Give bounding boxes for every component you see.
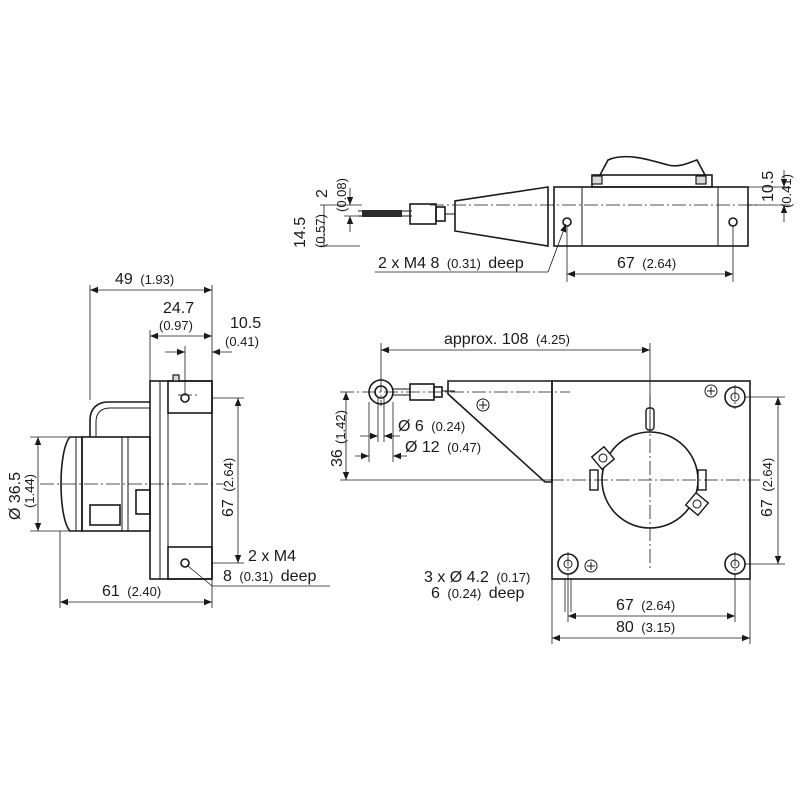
dim-2-inch: (0.08) [334, 178, 349, 212]
dim-10-5-inch: (0.41) [779, 174, 794, 208]
dim-10-5-label: 10.5 [760, 171, 777, 202]
front-dim-36: 36 [329, 449, 346, 467]
front-dim-d6: Ø 6 (0.24) [398, 418, 465, 435]
top-dim-67: 67 (2.64) [617, 255, 676, 272]
side-dim-24-7: 24.7 [163, 300, 194, 317]
side-dim-24-7-inch: (0.97) [159, 318, 193, 333]
side-dim-61: 61 (2.40) [102, 583, 161, 600]
side-dim-d36-5-inch: (1.44) [22, 474, 37, 508]
side-dim-10-5-inch: (0.41) [225, 334, 259, 349]
top-connector [409, 203, 437, 225]
front-hole-note-1: 3 x Ø 4.2 (0.17) [424, 569, 530, 586]
side-view: 49 (1.93) 24.7 (0.97) 10.5 (0.41) Ø 36.5… [7, 271, 330, 608]
side-thread-hole [180, 558, 190, 568]
top-thread-hole [728, 217, 738, 227]
dim-14-5-label: 14.5 [292, 217, 309, 248]
side-plate [149, 380, 213, 580]
side-dim-49: 49 (1.93) [115, 271, 174, 288]
side-dim-67: 67 (2.64) [220, 458, 237, 517]
dim-14-5-inch: (0.57) [313, 214, 328, 248]
front-dim-108: approx. 108 (4.25) [444, 331, 570, 348]
front-view: approx. 108 (4.25) 36 (1.42) Ø 6 (0.24) … [329, 331, 785, 644]
side-dim-d36-5: Ø 36.5 [7, 472, 24, 520]
top-taper-housing [454, 186, 549, 247]
front-bracket [447, 380, 553, 483]
front-dim-67-h: 67 (2.64) [616, 597, 675, 614]
top-body [553, 186, 749, 247]
side-thread-note-2: 8 (0.31) deep [223, 568, 316, 585]
top-view: 2 (0.08) 14.5 (0.57) 10.5 (0.41) 2 x M4 … [292, 155, 794, 282]
front-screw-icons [476, 384, 718, 573]
top-cap [599, 155, 706, 176]
dim-2-label: 2 [314, 189, 331, 198]
side-dim-10-5: 10.5 [230, 315, 261, 332]
side-cable [89, 401, 150, 437]
front-hole-note-2: 6 (0.24) deep [431, 585, 524, 602]
front-dim-d12: Ø 12 (0.47) [405, 439, 481, 456]
front-dim-67-v: 67 (2.64) [759, 458, 776, 517]
front-dim-80: 80 (3.15) [616, 619, 675, 636]
top-thread-hole [562, 217, 572, 227]
top-thread-note: 2 x M4 8 (0.31) deep [378, 255, 524, 272]
side-thread-note-1: 2 x M4 [248, 548, 296, 565]
front-dim-36-inch: (1.42) [333, 410, 348, 444]
